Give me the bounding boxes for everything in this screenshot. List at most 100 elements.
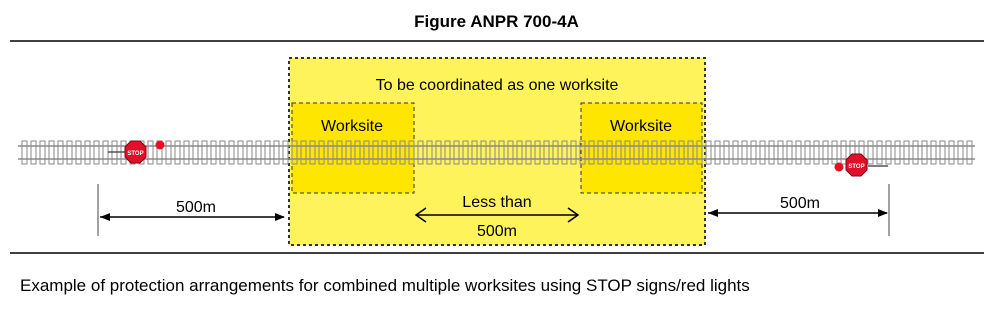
sleeper bbox=[363, 140, 370, 165]
sleeper bbox=[336, 140, 343, 165]
sleeper bbox=[588, 140, 595, 165]
sleeper bbox=[408, 140, 415, 165]
sleeper bbox=[759, 140, 766, 165]
sleeper bbox=[255, 140, 262, 165]
sleeper bbox=[939, 140, 946, 165]
sleeper bbox=[39, 140, 46, 165]
sleeper bbox=[192, 140, 199, 165]
sleeper bbox=[426, 140, 433, 165]
sleeper bbox=[570, 140, 577, 165]
stop-sign-right: STOP bbox=[845, 153, 888, 177]
sleeper bbox=[84, 140, 91, 165]
worksite-left-label: Worksite bbox=[321, 118, 383, 135]
sleeper bbox=[912, 140, 919, 165]
red-light-right bbox=[834, 162, 844, 172]
sleeper bbox=[894, 140, 901, 165]
sleeper bbox=[750, 140, 757, 165]
sleeper bbox=[921, 140, 928, 165]
sleeper bbox=[660, 140, 667, 165]
sleeper bbox=[417, 140, 424, 165]
sleeper bbox=[291, 140, 298, 165]
arrowhead-left-b bbox=[275, 213, 285, 221]
sleeper bbox=[840, 140, 847, 165]
sleeper bbox=[201, 140, 208, 165]
sleeper bbox=[642, 140, 649, 165]
sleeper bbox=[948, 140, 955, 165]
sleeper bbox=[669, 140, 676, 165]
protection-diagram: To be coordinated as one worksite Worksi… bbox=[10, 40, 984, 254]
sleeper bbox=[228, 140, 235, 165]
sleeper bbox=[507, 140, 514, 165]
figure-caption: Example of protection arrangements for c… bbox=[20, 276, 750, 295]
sleeper bbox=[399, 140, 406, 165]
sleeper bbox=[66, 140, 73, 165]
sleeper bbox=[489, 140, 496, 165]
sleeper bbox=[687, 140, 694, 165]
figure-title: Figure ANPR 700-4A bbox=[414, 12, 579, 31]
sleeper bbox=[876, 140, 883, 165]
stop-octagon-right bbox=[845, 153, 868, 177]
sleeper bbox=[30, 140, 37, 165]
sleeper bbox=[210, 140, 217, 165]
worksite-right bbox=[580, 102, 703, 194]
sleepers bbox=[21, 140, 973, 165]
sleeper bbox=[543, 140, 550, 165]
sleeper bbox=[804, 140, 811, 165]
sleeper bbox=[102, 140, 109, 165]
sleeper bbox=[471, 140, 478, 165]
sleeper bbox=[723, 140, 730, 165]
sleeper bbox=[867, 140, 874, 165]
sleeper bbox=[480, 140, 487, 165]
sleeper bbox=[795, 140, 802, 165]
sleeper bbox=[579, 140, 586, 165]
sleeper bbox=[597, 140, 604, 165]
worksite-left bbox=[291, 102, 415, 194]
sleeper bbox=[318, 140, 325, 165]
sleeper bbox=[624, 140, 631, 165]
sleeper bbox=[822, 140, 829, 165]
sleeper bbox=[831, 140, 838, 165]
sleeper bbox=[903, 140, 910, 165]
sleeper bbox=[633, 140, 640, 165]
sleeper bbox=[381, 140, 388, 165]
sleeper bbox=[435, 140, 442, 165]
stop-sign-right-text: STOP bbox=[848, 164, 864, 170]
sleeper bbox=[345, 140, 352, 165]
sleeper bbox=[21, 140, 28, 165]
sleeper bbox=[966, 140, 973, 165]
dist-right-label: 500m bbox=[780, 195, 820, 212]
sleeper bbox=[786, 140, 793, 165]
sleeper bbox=[705, 140, 712, 165]
sleeper bbox=[552, 140, 559, 165]
sleeper bbox=[93, 140, 100, 165]
sleeper bbox=[282, 140, 289, 165]
dimension-right: 500m bbox=[708, 184, 890, 236]
sleeper bbox=[57, 140, 64, 165]
sleeper bbox=[768, 140, 775, 165]
sleeper bbox=[516, 140, 523, 165]
sleeper bbox=[354, 140, 361, 165]
sleeper bbox=[165, 140, 172, 165]
arrowhead-middle-a bbox=[414, 207, 427, 223]
sleeper bbox=[372, 140, 379, 165]
sleeper bbox=[777, 140, 784, 165]
sleeper bbox=[696, 140, 703, 165]
dist-middle-label-line2: 500m bbox=[477, 223, 517, 240]
sleeper bbox=[300, 140, 307, 165]
sleeper bbox=[183, 140, 190, 165]
sleeper bbox=[273, 140, 280, 165]
sleeper bbox=[48, 140, 55, 165]
sleeper bbox=[246, 140, 253, 165]
sleeper bbox=[714, 140, 721, 165]
sleeper bbox=[741, 140, 748, 165]
sleeper bbox=[534, 140, 541, 165]
sleeper bbox=[390, 140, 397, 165]
sleeper bbox=[606, 140, 613, 165]
stop-sign-left-text: STOP bbox=[127, 151, 143, 157]
coordinated-label: To be coordinated as one worksite bbox=[376, 77, 619, 94]
railway-track bbox=[18, 140, 975, 165]
sleeper bbox=[732, 140, 739, 165]
stop-sign-left: STOP bbox=[108, 140, 147, 164]
sleeper bbox=[264, 140, 271, 165]
sleeper bbox=[930, 140, 937, 165]
